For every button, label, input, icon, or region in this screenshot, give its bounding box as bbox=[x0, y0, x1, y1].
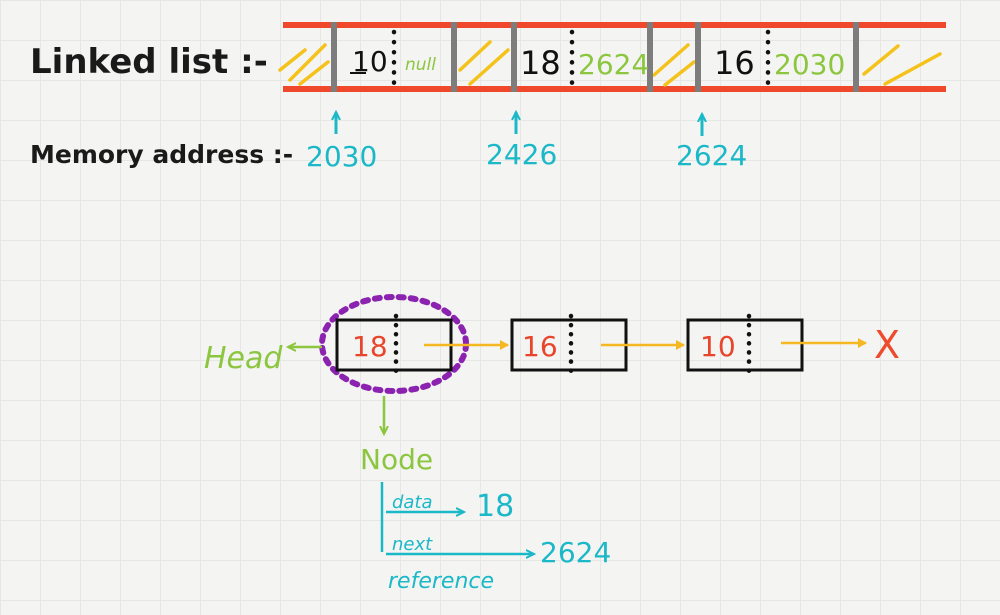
node-value: 16 bbox=[522, 330, 558, 363]
hatched-region bbox=[278, 43, 330, 86]
node-label: Node bbox=[360, 443, 433, 476]
cell-data: 16 bbox=[714, 44, 755, 82]
address-label: 2030 bbox=[306, 140, 377, 173]
data-field-value: 18 bbox=[476, 489, 514, 524]
node-value: 18 bbox=[352, 330, 388, 363]
hatched-region bbox=[862, 44, 942, 86]
next-field-value: 2624 bbox=[540, 536, 611, 569]
memory-addresses: 2030 2426 2624 bbox=[306, 112, 747, 173]
address-label: 2426 bbox=[486, 138, 557, 171]
data-field-label: data bbox=[392, 492, 433, 513]
node-value: 10 bbox=[700, 330, 736, 363]
memory-address-label: Memory address :- bbox=[30, 140, 294, 169]
cell-next: 2624 bbox=[578, 48, 649, 81]
cell-separators bbox=[391, 29, 771, 91]
next-field-label: next bbox=[392, 534, 433, 555]
page-title: Linked list :- bbox=[30, 42, 268, 82]
address-label: 2624 bbox=[676, 139, 747, 172]
node-detail: Node data 18 next 2624 reference bbox=[360, 396, 611, 594]
node-chain: Head 18 16 10 X bbox=[204, 294, 900, 394]
reference-label: reference bbox=[388, 569, 494, 594]
null-terminator-x: X bbox=[874, 323, 900, 367]
cell-data: 18 bbox=[520, 44, 561, 82]
strip-dividers bbox=[331, 22, 859, 92]
hatched-region bbox=[652, 43, 696, 87]
cell-next: null bbox=[405, 55, 436, 75]
head-label: Head bbox=[204, 341, 283, 376]
list-node bbox=[686, 318, 804, 372]
cell-next: 2030 bbox=[774, 48, 845, 81]
hatched-region bbox=[458, 40, 510, 86]
memory-strip: 10 null 18 2624 16 2030 bbox=[278, 22, 946, 92]
